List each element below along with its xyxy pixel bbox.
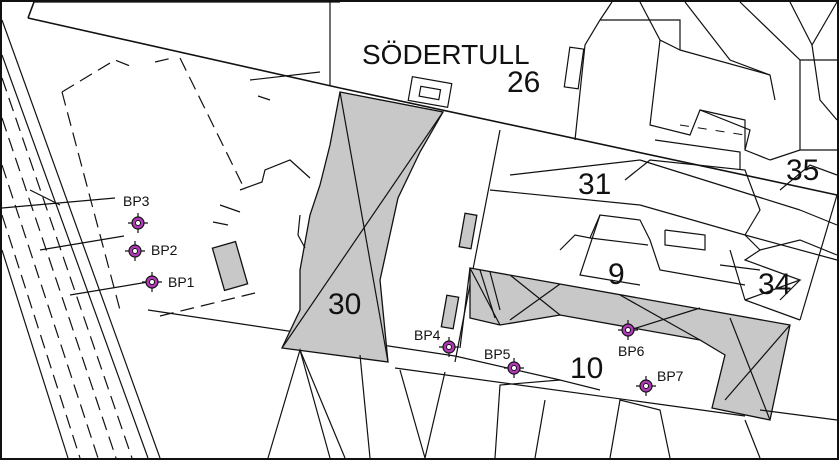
borehole-label-bp6: BP6 [618,343,645,359]
plot-label-34: 34 [758,268,791,301]
borehole-bp1[interactable] [142,272,162,292]
dashed-outline-west [61,57,321,317]
building-plot-10 [469,267,791,421]
building-bar-1 [458,212,478,250]
borehole-label-bp2: BP2 [151,242,178,258]
railway-tracks [1,19,161,459]
borehole-bp4[interactable] [439,337,459,357]
borehole-label-bp7: BP7 [657,368,684,384]
area-name-label: SÖDERTULL [362,39,530,70]
building-plot-30 [281,91,445,363]
borehole-label-bp1: BP1 [168,274,195,290]
buildings-south [267,347,838,459]
plot-label-35: 35 [786,154,819,187]
borehole-label-bp5: BP5 [484,346,511,362]
plot-label-10: 10 [570,352,603,385]
borehole-bp5[interactable] [504,358,524,378]
borehole-bp2[interactable] [125,241,145,261]
building-small-west [211,240,249,292]
borehole-bp7[interactable] [636,376,656,396]
buildings-east [559,214,838,301]
borehole-bp6[interactable] [618,320,638,340]
borehole-label-bp3: BP3 [123,193,150,209]
borehole-label-bp4: BP4 [414,327,441,343]
plot-label-9: 9 [608,258,625,291]
plot-label-30: 30 [328,288,361,321]
plot-label-26: 26 [507,66,540,99]
borehole-markers [125,213,656,396]
plot-label-31: 31 [578,168,611,201]
buildings-north [407,1,838,236]
building-bar-2 [440,294,460,330]
borehole-bp3[interactable] [128,213,148,233]
